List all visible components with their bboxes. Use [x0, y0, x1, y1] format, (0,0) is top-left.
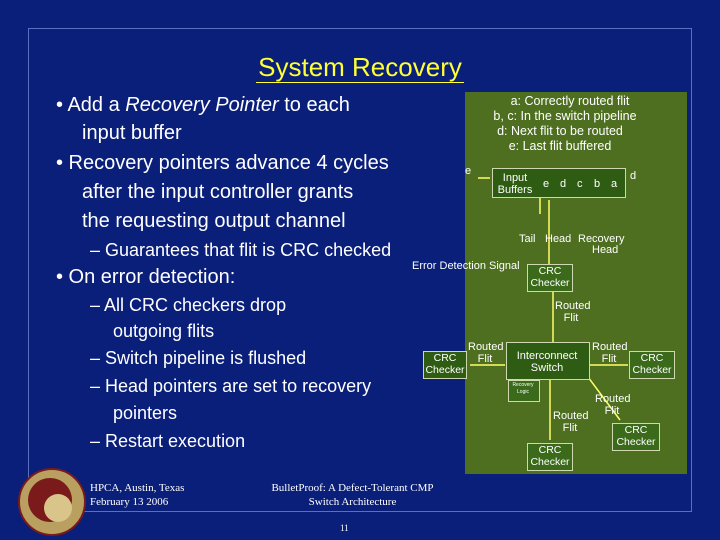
crc-checker-bottom: CRC Checker	[527, 443, 573, 471]
error-detection-label: Error Detection Signal	[412, 260, 520, 272]
bullet-2-sub-1: – Guarantees that flit is CRC checked	[90, 240, 392, 260]
diagram-panel	[465, 92, 687, 474]
footer-venue: HPCA, Austin, Texas February 13 2006	[90, 482, 185, 508]
bullet-3: • On error detection:	[56, 266, 236, 288]
input-buffer	[492, 168, 626, 198]
legend-d: d: Next flit to be routed	[497, 124, 623, 138]
bullet-2-line-2: after the input controller grants	[82, 181, 354, 203]
buffer-cell-b: b	[594, 178, 601, 190]
crc-checker-top: CRC Checker	[527, 264, 573, 292]
legend-bc: b, c: In the switch pipeline	[493, 109, 637, 123]
bullet-3-sub-2: – Switch pipeline is flushed	[90, 348, 307, 368]
slide-frame	[28, 28, 692, 512]
routed-flit-top: Routed Flit	[555, 300, 591, 324]
flit-d-label: d	[630, 170, 637, 182]
interconnect-switch-label: Interconnect Switch	[516, 350, 578, 374]
crc-checker-bottom-right: CRC Checker	[612, 423, 660, 451]
buffer-cell-e: e	[543, 178, 550, 190]
legend-e: e: Last flit buffered	[508, 139, 612, 153]
legend-a: a: Correctly routed flit	[510, 94, 630, 108]
flit-e-label: e	[465, 165, 472, 177]
bullet-2-line-1: • Recovery pointers advance 4 cycles	[56, 152, 389, 174]
buffer-cell-d: d	[560, 178, 567, 190]
bullet-3-sub-1a: – All CRC checkers drop	[90, 295, 287, 315]
slide-title: System Recovery	[256, 52, 464, 83]
footer-paper: BulletProof: A Defect-Tolerant CMP Switc…	[271, 482, 434, 508]
bullet-3-sub-3: – Head pointers are set to recovery	[90, 376, 372, 396]
crc-checker-left: CRC Checker	[423, 351, 467, 379]
university-seal-logo	[18, 468, 86, 536]
bullet-2-line-3: the requesting output channel	[82, 210, 346, 232]
routed-flit-bottom: Routed Flit	[553, 410, 589, 434]
recovery-logic-label: Recovery Logic	[512, 382, 534, 395]
interconnect-switch	[506, 342, 590, 380]
switch-diag-line	[587, 376, 621, 421]
recovery-label: Recovery	[578, 233, 625, 245]
head-label-2: Head	[592, 244, 619, 256]
page-number: 11	[340, 523, 349, 533]
bullet-3-sub-3b: pointers	[113, 403, 178, 423]
crc-checker-right: CRC Checker	[629, 351, 675, 379]
tail-label: Tail	[519, 233, 536, 245]
head-label: Head	[545, 233, 572, 245]
bullet-1-line-2: input buffer	[82, 122, 182, 144]
buffer-cell-c: c	[577, 178, 583, 190]
buffer-cell-a: a	[611, 178, 618, 190]
recovery-logic	[508, 380, 540, 402]
routed-flit-right: Routed Flit	[592, 341, 628, 365]
input-buffers-label: Input Buffers	[497, 172, 533, 196]
bullet-3-sub-4: – Restart execution	[90, 431, 246, 451]
routed-flit-diag: Routed Flit	[595, 393, 631, 417]
bullet-3-sub-1b: outgoing flits	[113, 321, 215, 341]
routed-flit-left: Routed Flit	[468, 341, 504, 365]
bullet-1-line-1: • Add a Recovery Pointer to each	[56, 94, 350, 116]
